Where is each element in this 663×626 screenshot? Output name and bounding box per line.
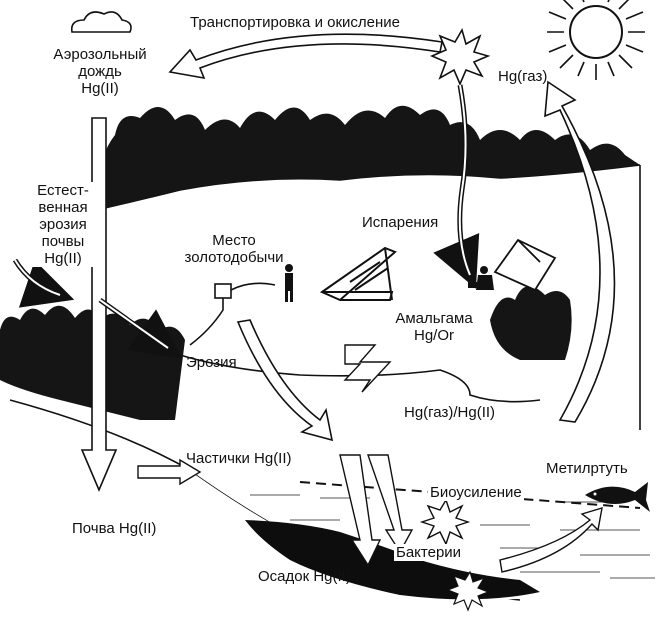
oxidation-burst-icon	[429, 27, 491, 87]
aerosol-rain-label: Аэрозольный дождь Hg(II)	[38, 46, 162, 97]
bacteria-burst-icon	[419, 498, 471, 546]
aerosol-rain-arrow	[80, 117, 118, 493]
amalgam-label: Амальгама Hg/Or	[386, 310, 482, 344]
natural-erosion-line-2: венная	[38, 199, 88, 216]
worker-figure	[285, 264, 293, 302]
amalgam-line-1: Амальгама	[395, 310, 473, 327]
bacteria-methylation-arrow	[367, 454, 414, 554]
aerosol-line-2: дождь	[78, 63, 122, 80]
evaporation-label: Испарения	[362, 214, 439, 231]
tent	[493, 238, 557, 292]
settling-arrow	[339, 454, 382, 567]
bioamplification-label: Биоусиление	[428, 484, 524, 501]
fish-icon	[585, 482, 650, 512]
aerosol-line-1: Аэрозольный	[53, 46, 147, 63]
methylmercury-label: Метилртуть	[546, 460, 628, 477]
bacteria-label: Бактерии	[394, 544, 464, 561]
particles-arrow	[137, 458, 202, 486]
rising-gas-arrow	[544, 80, 616, 423]
mining-chute	[319, 246, 397, 302]
right-forest	[490, 286, 572, 360]
natural-erosion-line-4: почвы	[41, 233, 85, 250]
sediment-label: Осадок Hg(II)	[258, 568, 351, 585]
erosion-label: Эрозия	[186, 354, 237, 371]
bioaccumulation-arrow	[499, 507, 603, 573]
sluice-box	[189, 282, 276, 346]
back-forest	[99, 105, 640, 210]
hg-release-arrow	[343, 344, 392, 393]
natural-erosion-label: Естест- венная эрозия почвы Hg(II)	[28, 182, 98, 267]
mining-line-2: золотодобычи	[184, 249, 284, 266]
sun-icon	[547, 0, 645, 80]
runoff-arrow	[236, 319, 334, 442]
hg-gas-hg2-label: Hg(газ)/Hg(II)	[404, 404, 496, 421]
transport-arrow	[168, 33, 443, 80]
amalgam-worker-figure	[468, 266, 494, 290]
natural-erosion-line-3: эрозия	[39, 216, 87, 233]
natural-erosion-line-5: Hg(II)	[44, 250, 82, 267]
hg-gas-label: Hg(газ)	[498, 68, 548, 85]
soil-label: Почва Hg(II)	[72, 520, 157, 537]
aerosol-line-3: Hg(II)	[81, 80, 119, 97]
cloud-icon	[70, 11, 132, 33]
mining-site-label: Место золотодобычи	[176, 232, 292, 266]
particles-label: Частички Hg(II)	[186, 450, 292, 467]
transport-label: Транспортировка и окисление	[190, 14, 400, 31]
sediment-burst-icon	[446, 570, 490, 612]
amalgam-line-2: Hg/Or	[413, 327, 454, 344]
natural-erosion-line-1: Естест-	[37, 182, 89, 199]
mining-line-1: Место	[212, 232, 256, 249]
